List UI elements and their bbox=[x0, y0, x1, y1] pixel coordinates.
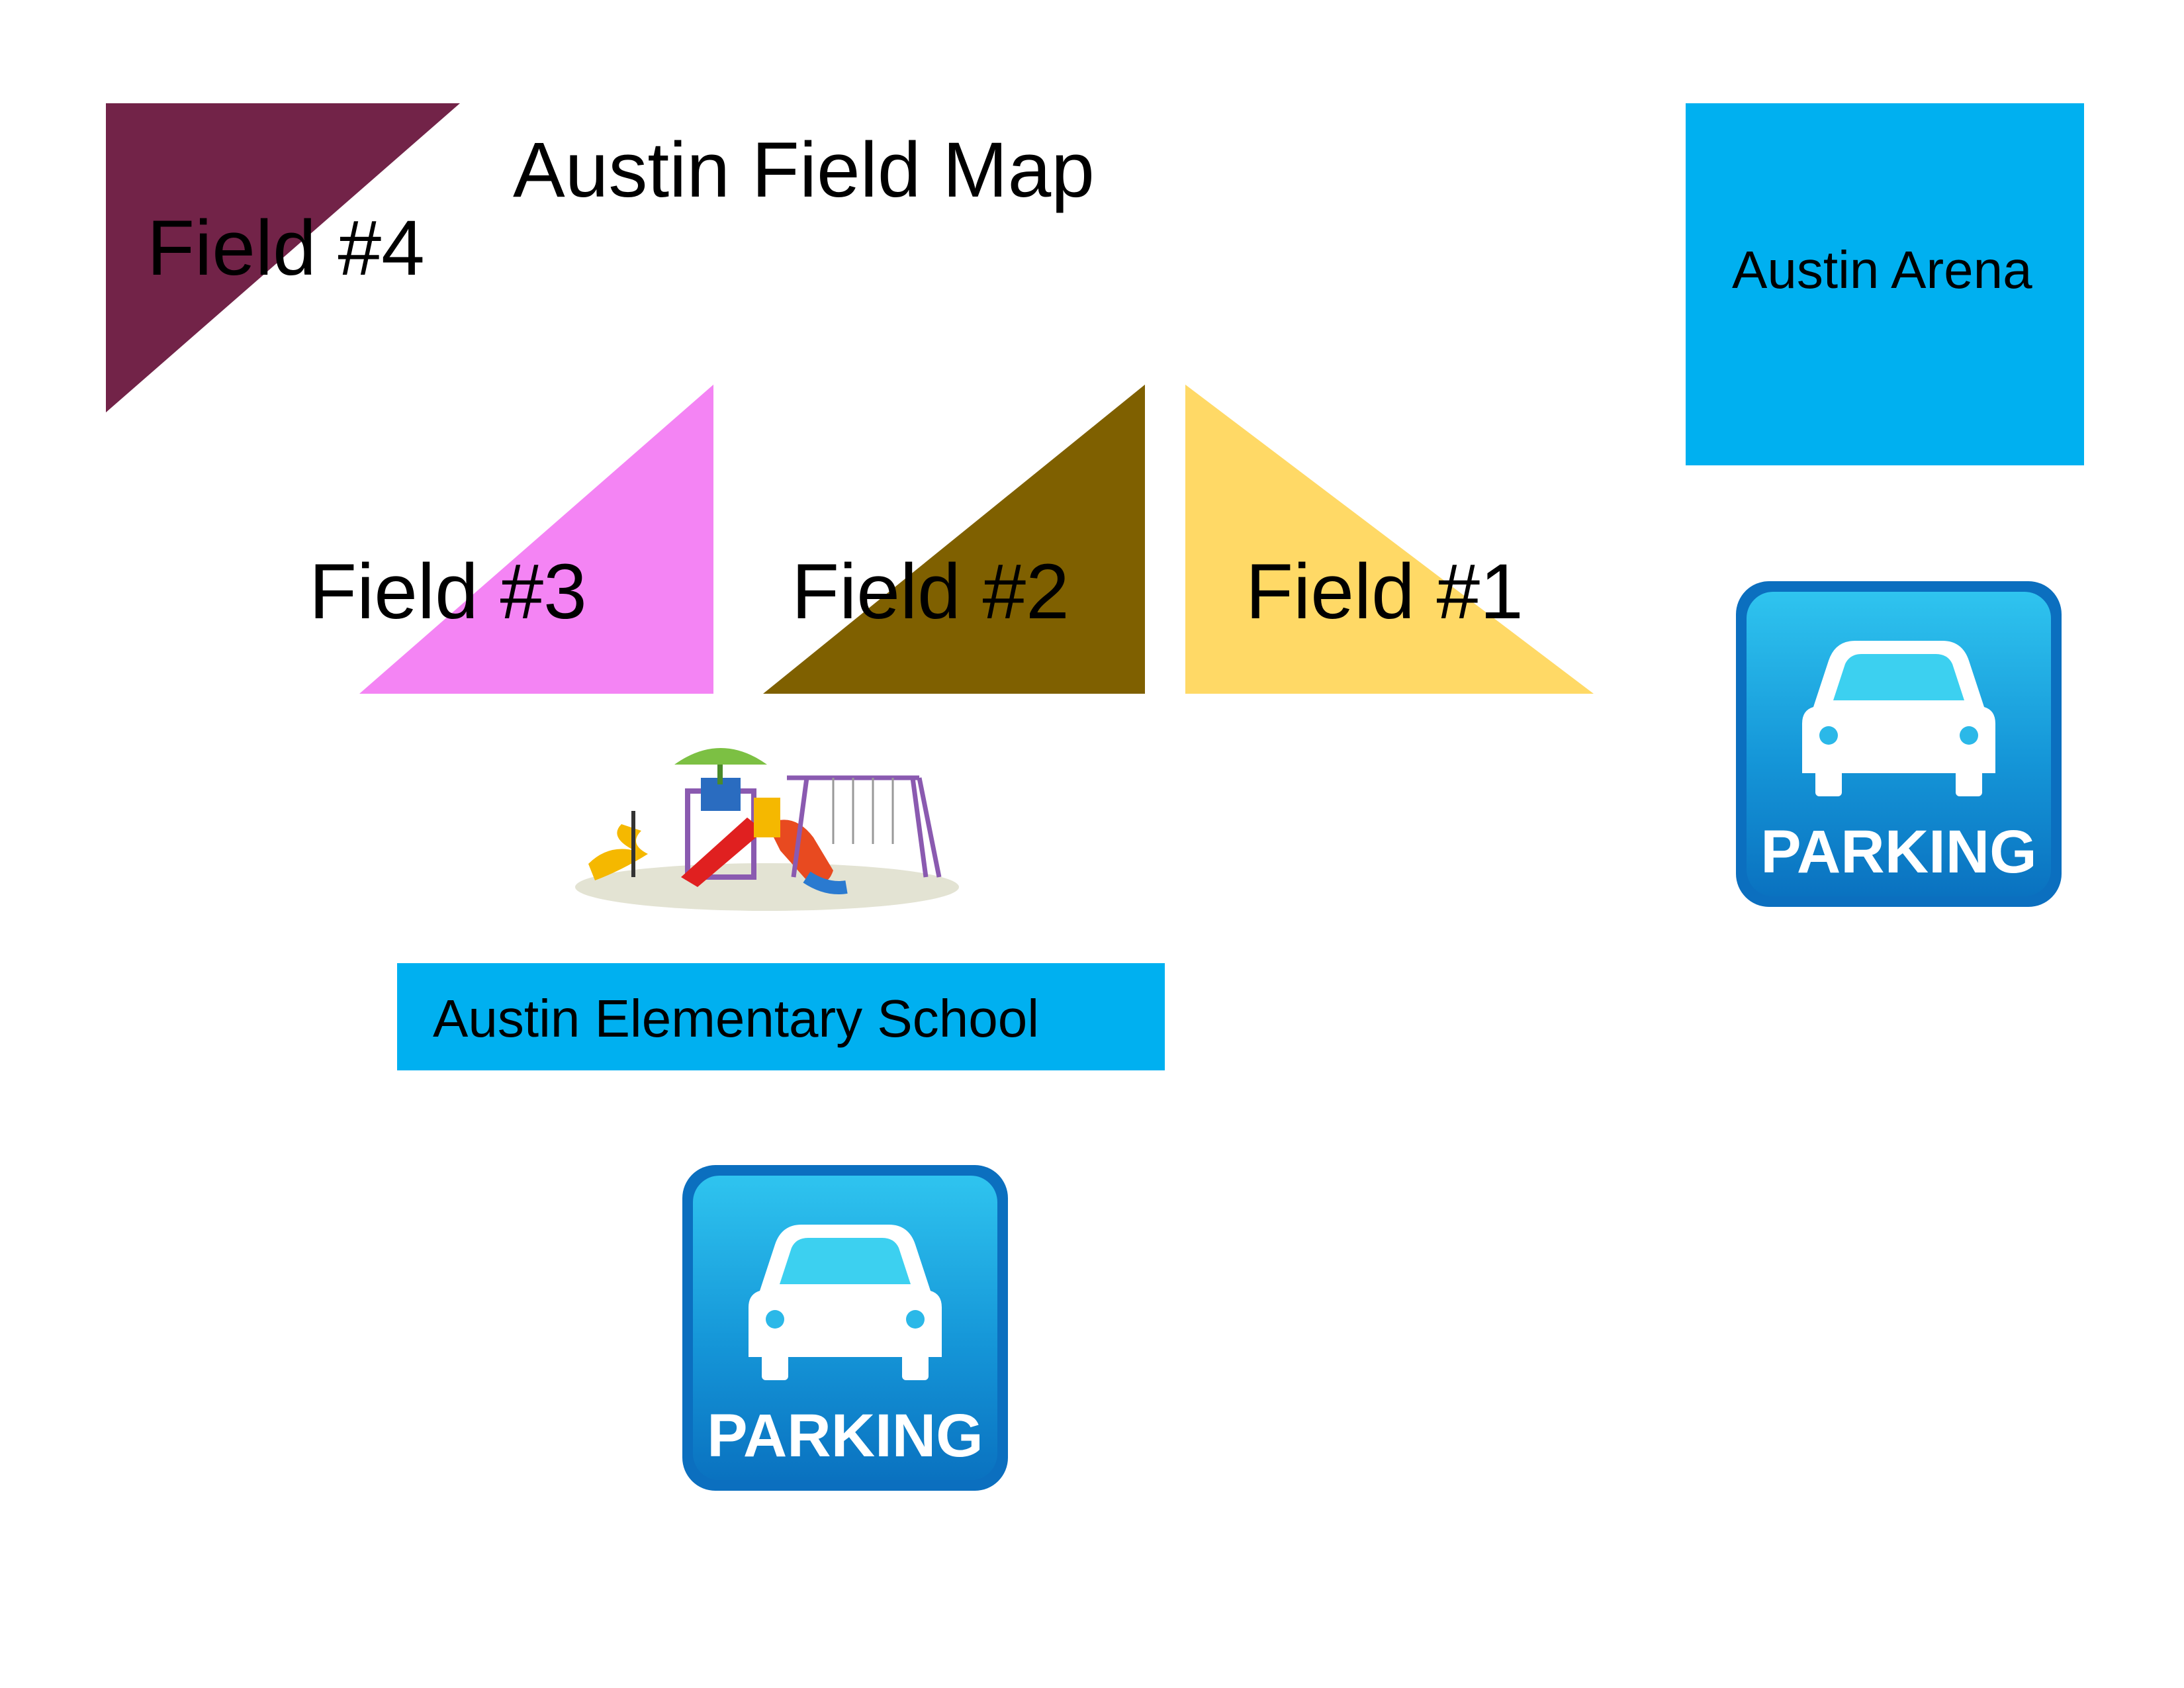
field-4-shape bbox=[106, 103, 460, 412]
austin-elementary-school: Austin Elementary School bbox=[397, 963, 1165, 1070]
arena-label: Austin Arena bbox=[1732, 240, 2032, 299]
parking-sign-school: PARKING bbox=[682, 1165, 1008, 1491]
playground-icon bbox=[575, 748, 959, 911]
field-3-label: Field #3 bbox=[309, 548, 587, 635]
parking-sign-arena: PARKING bbox=[1736, 581, 2062, 907]
page-title: Austin Field Map bbox=[513, 126, 1095, 214]
field-4-label: Field #4 bbox=[147, 205, 425, 292]
car-icon bbox=[749, 1225, 942, 1380]
school-label: Austin Elementary School bbox=[433, 989, 1040, 1048]
austin-arena: Austin Arena bbox=[1686, 103, 2084, 465]
field-2-shape bbox=[763, 385, 1145, 694]
car-icon bbox=[1802, 641, 1995, 796]
parking-label: PARKING bbox=[707, 1402, 983, 1470]
parking-label: PARKING bbox=[1760, 818, 2036, 886]
field-1-shape bbox=[1185, 385, 1594, 694]
field-1-label: Field #1 bbox=[1246, 548, 1524, 635]
field-3-shape bbox=[359, 385, 713, 694]
field-2-label: Field #2 bbox=[792, 548, 1069, 635]
